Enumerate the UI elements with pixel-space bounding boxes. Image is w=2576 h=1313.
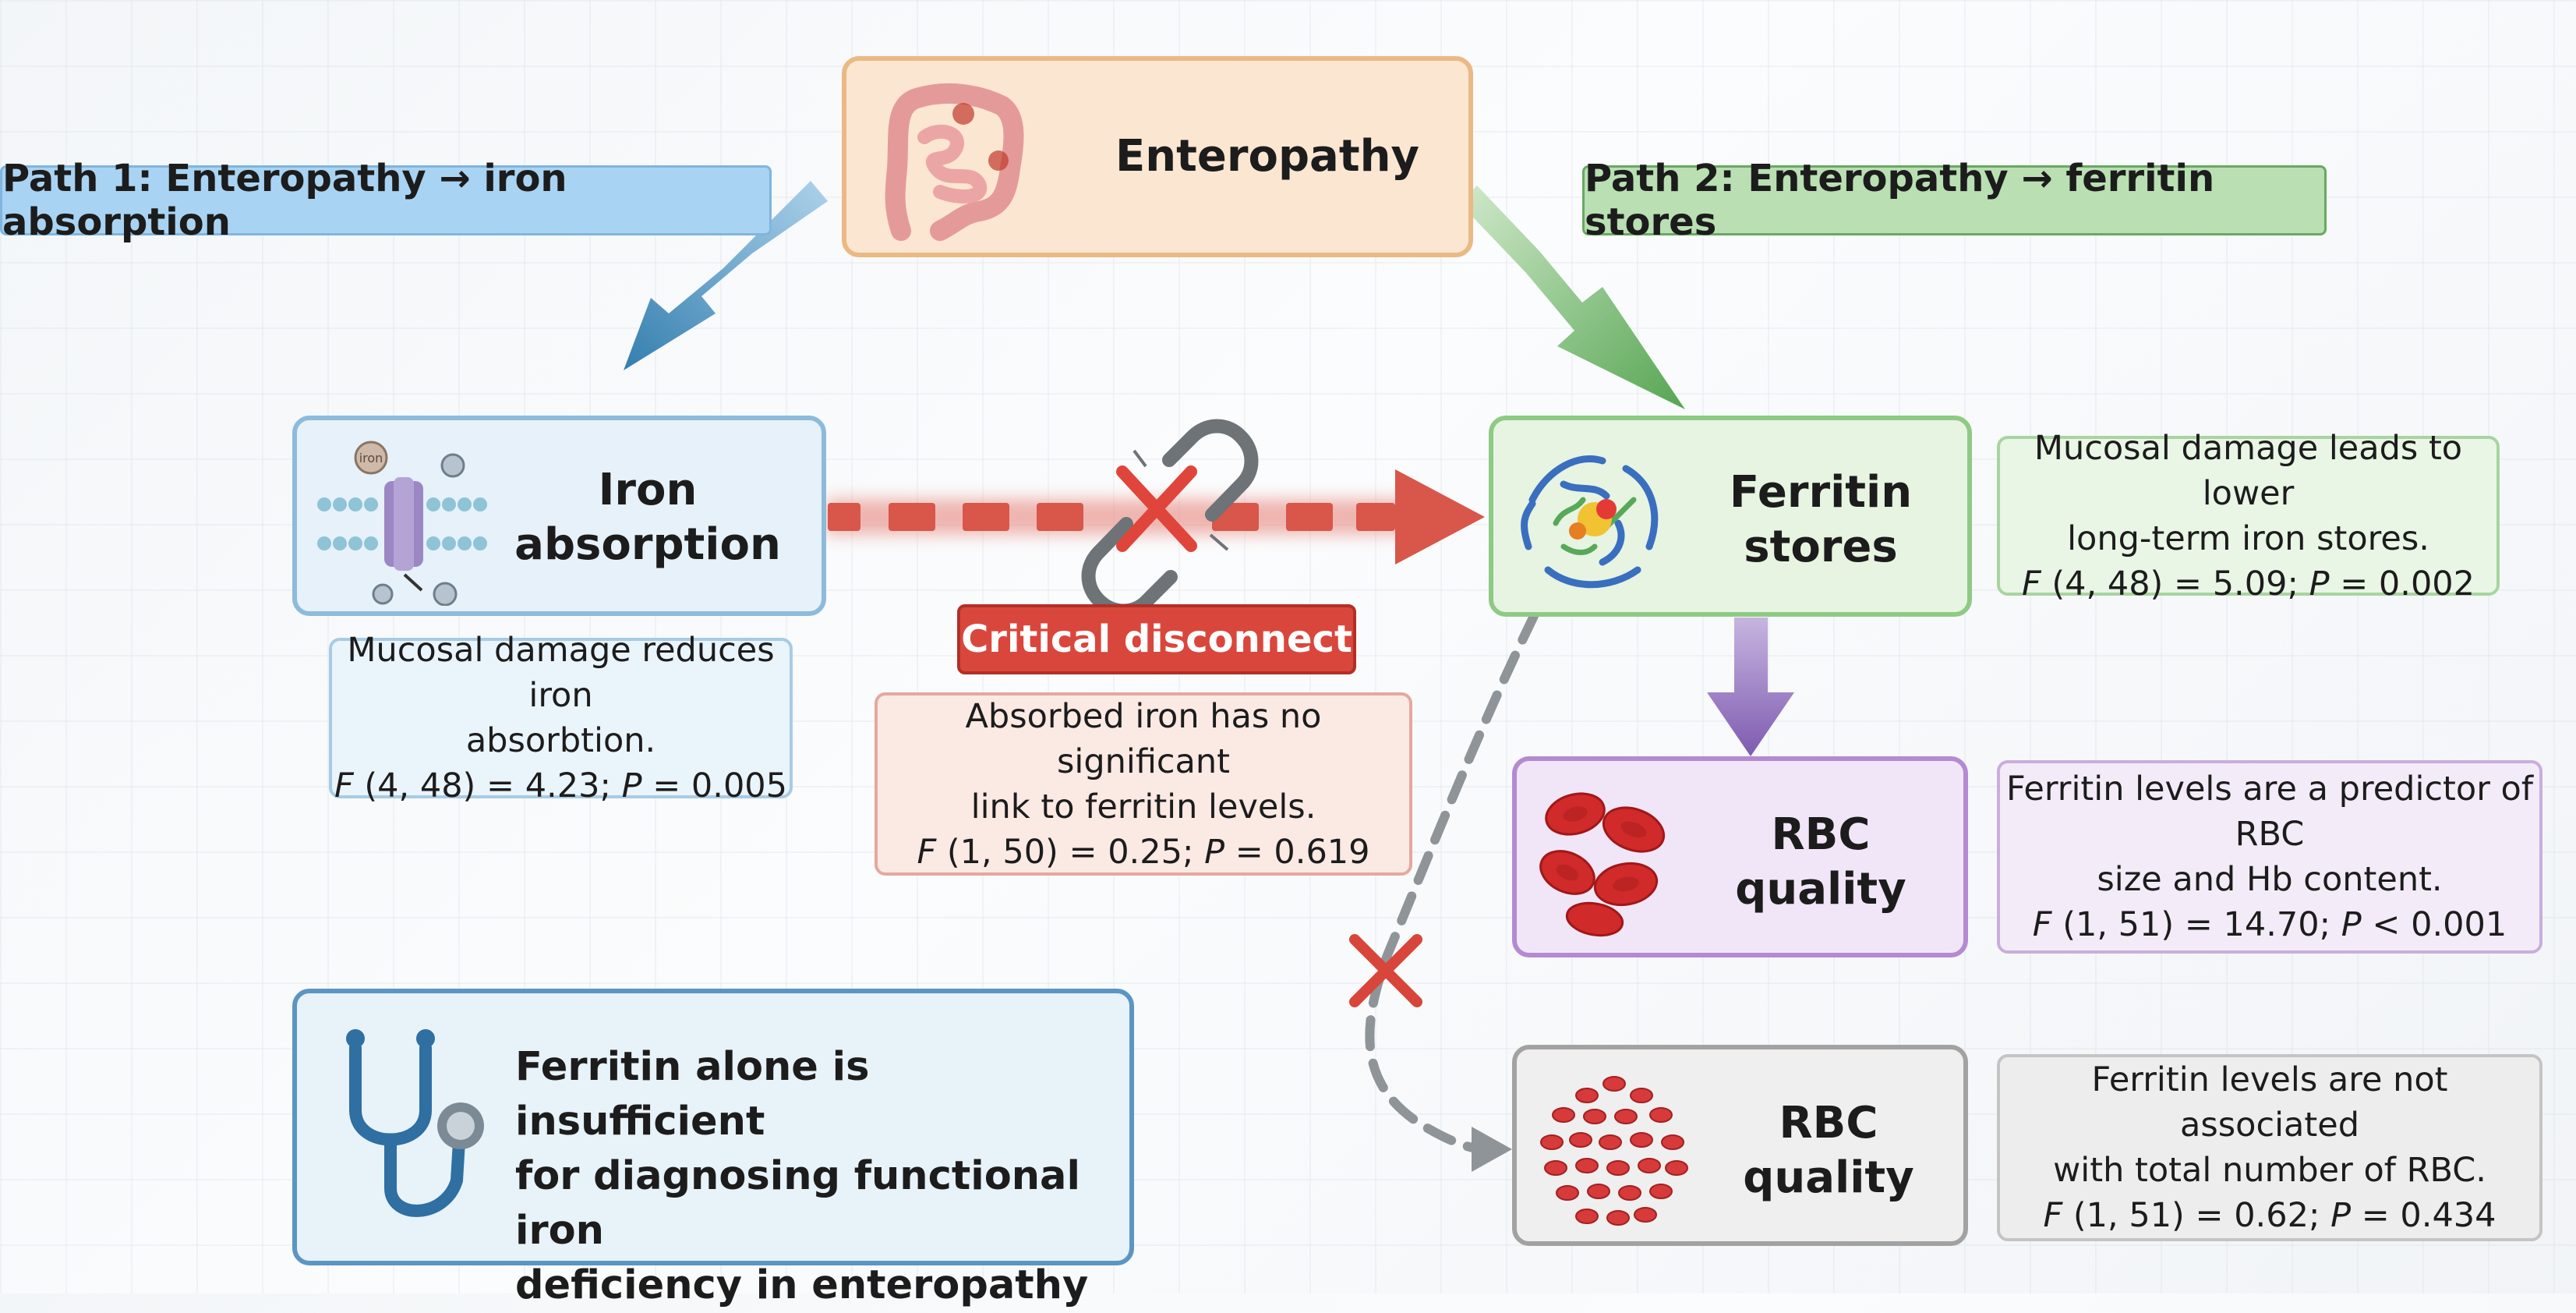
path1-arrow bbox=[624, 181, 828, 370]
f-letter: F bbox=[2032, 905, 2052, 944]
ferritin-note: Mucosal damage leads to lower long-term … bbox=[1997, 429, 2500, 603]
f-letter: F bbox=[2021, 564, 2041, 603]
ferritin-protein-icon bbox=[1521, 455, 1659, 589]
membrane-icon: iron bbox=[317, 441, 487, 606]
rbc-quality-node-2: RBC quality bbox=[1512, 1045, 1968, 1246]
rbc2-note-line1: Ferritin levels are not associated bbox=[2091, 1060, 2448, 1145]
rbc-quality-2-title: RBC quality bbox=[1712, 1096, 1945, 1205]
absorption-note-line2: absorbtion. bbox=[465, 721, 656, 760]
ferritin-stores-line2: stores bbox=[1744, 522, 1898, 572]
p-letter: P bbox=[621, 766, 642, 805]
ferritin-note-line2: long-term iron stores. bbox=[2067, 518, 2429, 558]
disconnect-note-line1: Absorbed iron has no significant bbox=[965, 696, 1322, 781]
ferritin-note-line1: Mucosal damage leads to lower bbox=[2034, 428, 2463, 513]
iron-absorption-line1: Iron bbox=[598, 465, 698, 515]
rbc2-note-stat: F (1, 51) = 0.62; P = 0.434 bbox=[2043, 1193, 2496, 1238]
rbc2-f-value: (1, 51) = 0.62; bbox=[2072, 1196, 2320, 1235]
conclusion-line2: for diagnosing functional iron bbox=[515, 1153, 1080, 1254]
p-letter: P bbox=[2309, 564, 2330, 603]
stethoscope-icon bbox=[346, 1029, 484, 1217]
enteropathy-node: Enteropathy bbox=[842, 56, 1473, 257]
red-blood-cells-icon bbox=[1540, 1076, 1688, 1226]
disconnect-f-value: (1, 50) = 0.25; bbox=[946, 832, 1194, 872]
absorption-f-value: (4, 48) = 4.23; bbox=[364, 766, 611, 805]
rbc-quality-1-line2: quality bbox=[1735, 864, 1906, 915]
ferritin-note-stat: F (4, 48) = 5.09; P = 0.002 bbox=[2022, 561, 2475, 607]
rbc1-note-stat: F (1, 51) = 14.70; P < 0.001 bbox=[2033, 902, 2507, 947]
disconnect-note-stat: F (1, 50) = 0.25; P = 0.619 bbox=[917, 830, 1369, 875]
critical-disconnect-badge: Critical disconnect bbox=[957, 604, 1356, 674]
red-x-icon bbox=[1349, 934, 1422, 1007]
disconnect-note: Absorbed iron has no significant link to… bbox=[875, 692, 1412, 876]
disconnect-p-value: = 0.619 bbox=[1235, 832, 1370, 872]
ferritin-stores-line1: Ferritin bbox=[1729, 467, 1913, 518]
rbc-quality-1-line1: RBC bbox=[1771, 809, 1871, 860]
rbc1-f-value: (1, 51) = 14.70; bbox=[2062, 905, 2331, 944]
rbc1-p-value: < 0.001 bbox=[2372, 905, 2507, 944]
ferritin-stores-node: Ferritin stores bbox=[1489, 416, 1972, 617]
rbc-quality-2-line1: RBC bbox=[1779, 1098, 1878, 1148]
rbc1-note: Ferritin levels are a predictor of RBC s… bbox=[1997, 760, 2542, 954]
ferritin-f-value: (4, 48) = 5.09; bbox=[2051, 564, 2299, 603]
f-letter: F bbox=[917, 832, 937, 872]
rbc2-note-line2: with total number of RBC. bbox=[2053, 1151, 2486, 1190]
absorption-note: Mucosal damage reduces iron absorbtion. … bbox=[329, 631, 793, 805]
absorption-p-value: = 0.005 bbox=[652, 766, 788, 805]
rbc-quality-1-title: RBC quality bbox=[1704, 808, 1938, 917]
path2-label-text: Path 2: Enteropathy → ferritin stores bbox=[1585, 157, 2215, 244]
iron-absorption-line2: absorption bbox=[514, 519, 781, 570]
absorption-note-line1: Mucosal damage reduces iron bbox=[347, 631, 775, 715]
path1-label-text: Path 1: Enteropathy → iron absorption bbox=[2, 157, 567, 244]
p-letter: P bbox=[1204, 832, 1225, 872]
path1-label: Path 1: Enteropathy → iron absorption bbox=[0, 157, 772, 244]
absorption-note-stat: F (4, 48) = 4.23; P = 0.005 bbox=[334, 763, 787, 809]
rbc2-note: Ferritin levels are not associated with … bbox=[1997, 1054, 2542, 1241]
iron-absorption-title: Iron absorption bbox=[492, 463, 804, 572]
rbc2-p-value: = 0.434 bbox=[2361, 1196, 2496, 1235]
critical-disconnect-text: Critical disconnect bbox=[961, 618, 1352, 661]
disconnect-arrow bbox=[826, 469, 1485, 564]
ferritin-to-rbc-arrow bbox=[1707, 618, 1794, 756]
conclusion-box: Ferritin alone is insufficient for diagn… bbox=[292, 989, 1134, 1308]
f-letter: F bbox=[334, 766, 354, 805]
ferritin-stores-title: Ferritin stores bbox=[1688, 465, 1953, 575]
conclusion-text: Ferritin alone is insufficient for diagn… bbox=[515, 1040, 1108, 1313]
rbc1-note-line2: size and Hb content. bbox=[2097, 860, 2443, 899]
intestine-icon bbox=[885, 83, 1024, 241]
iron-absorption-node: iron Iron absorption bbox=[292, 416, 826, 616]
rbc-quality-node-1: RBC quality bbox=[1512, 756, 1968, 957]
f-letter: F bbox=[2043, 1196, 2063, 1235]
path2-arrow bbox=[1459, 186, 1685, 409]
p-letter: P bbox=[2330, 1196, 2352, 1235]
ferritin-p-value: = 0.002 bbox=[2340, 564, 2475, 603]
disconnect-note-line2: link to ferritin levels. bbox=[970, 787, 1316, 826]
rbc-quality-2-line2: quality bbox=[1743, 1152, 1914, 1203]
p-letter: P bbox=[2341, 905, 2362, 944]
conclusion-line3: deficiency in enteropathy bbox=[515, 1262, 1089, 1308]
membrane-iron-label: iron bbox=[359, 451, 383, 465]
rbc1-note-line1: Ferritin levels are a predictor of RBC bbox=[2006, 770, 2533, 854]
conclusion-line1: Ferritin alone is insufficient bbox=[515, 1044, 870, 1145]
path2-label: Path 2: Enteropathy → ferritin stores bbox=[1582, 157, 2327, 244]
enteropathy-title: Enteropathy bbox=[1115, 131, 1419, 182]
red-blood-cells-icon bbox=[1539, 792, 1666, 937]
